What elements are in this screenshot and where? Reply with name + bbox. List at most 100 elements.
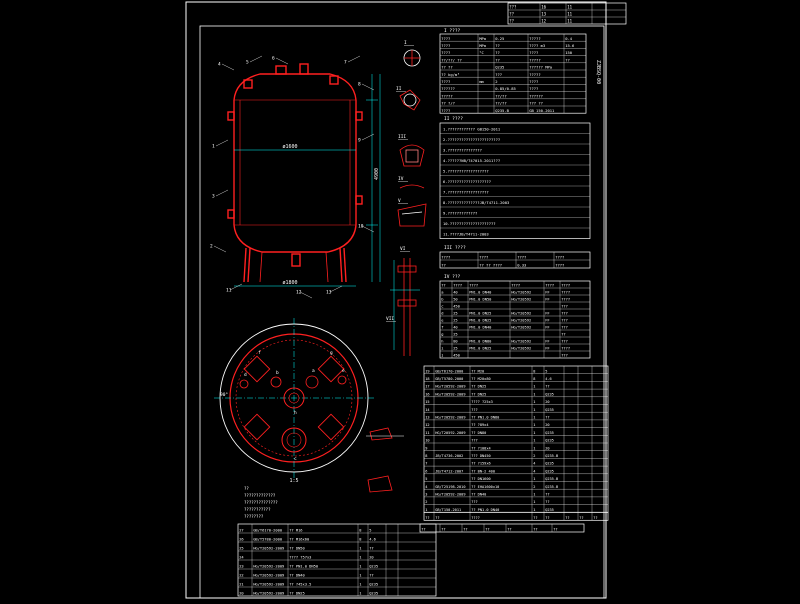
table-cell: 8: [533, 377, 535, 381]
table-cell: ??????: [529, 93, 543, 98]
table-cell: 8: [533, 369, 535, 373]
table-cell: FF: [545, 326, 549, 330]
part-number-label: 6: [272, 56, 275, 62]
table-cell: ??: [441, 263, 446, 268]
table-cell: 1: [533, 385, 535, 389]
bottom-outlet: [291, 253, 301, 267]
table-cell: ????: [561, 291, 570, 295]
table-cell: 25: [239, 547, 243, 551]
table-cell: 450: [453, 354, 460, 358]
table-cell: 1: [533, 439, 535, 443]
table-cell: 1: [359, 547, 361, 551]
tech-line: 7.??????????????????: [443, 190, 489, 195]
table-cell: i: [441, 347, 443, 351]
plan-lug-1: [243, 355, 271, 383]
bom-bottom-footer-border: [419, 523, 585, 533]
top-strip-border: [507, 2, 627, 25]
part-number-label: 13: [326, 290, 332, 296]
table-cell: ???: [509, 5, 517, 10]
table-cell: ??: [509, 12, 514, 17]
table-cell: ???: [471, 439, 478, 443]
note-line: ????????: [244, 514, 264, 519]
table-cell: 450: [453, 305, 460, 309]
table-cell: PN1.0 DN25: [469, 347, 491, 351]
table-cell: b: [441, 298, 443, 302]
table-cell: 1: [359, 592, 361, 596]
table-cell: ??: [545, 516, 549, 520]
table-cell: ??: [435, 516, 439, 520]
plan-nozzle-label: a: [312, 369, 315, 374]
table-cell: HG/T20592-2009: [253, 583, 284, 587]
table-cell: ????: [441, 79, 450, 84]
table-cell: ?? M16x60: [289, 538, 309, 542]
table-cell: 27: [239, 529, 243, 533]
table-cell: 7: [425, 462, 427, 466]
plan-center-nozzle: [283, 387, 305, 409]
side-nozzle-right-1: [355, 111, 363, 121]
table-cell: 8: [359, 529, 361, 533]
plan-view: [214, 318, 404, 493]
table-cell: ?????: [441, 93, 452, 98]
table-cell: ?? DN80: [471, 431, 486, 435]
table-cell: ?? kg/m³: [441, 72, 459, 77]
table-cell: ????: [517, 255, 526, 260]
table-cell: ??: [507, 528, 511, 532]
table-cell: PN1.0 DN25: [469, 312, 491, 316]
table-cell: MPa: [479, 43, 486, 48]
table-cell: Q235: [369, 583, 378, 587]
tech-requirements-table: II ????1.???????????? GB150-20112.??????…: [439, 116, 591, 239]
part-number-label: 3: [212, 194, 215, 200]
table-cell: ?? PN1.0 DN50: [289, 565, 318, 569]
table-cell: ?????: [529, 57, 540, 62]
plan-nozzle-label: c: [294, 457, 297, 462]
table-cell: ?? DN1600: [471, 477, 490, 481]
table-cell: 0.25: [495, 36, 504, 41]
table-cell: ????: [529, 79, 538, 84]
table-cell: GB/T150-2011: [435, 508, 461, 512]
table-cell: ?? DN25: [289, 592, 305, 596]
detail-id-label: I: [404, 40, 407, 46]
table-cell: 11: [425, 431, 429, 435]
table-cell: ??: [441, 528, 445, 532]
table-cell: Q235: [369, 592, 378, 596]
table-cell: JB/T4736-2002: [435, 454, 463, 458]
detail-id-label: V: [398, 198, 401, 204]
table-cell: 2: [495, 79, 497, 84]
table-cell: HG/T20592-2009: [253, 547, 284, 551]
table-cell: ?? DN40: [471, 493, 486, 497]
plan-nozzle-label: e: [342, 369, 345, 374]
table-cell: ???: [561, 340, 568, 344]
table-cell: 20: [369, 556, 373, 560]
table-cell: 20: [545, 423, 549, 427]
part-number-label: 7: [344, 60, 347, 66]
tech-line: 8.??????????????JB/T4711-2003: [443, 200, 509, 205]
table-cell: 4: [533, 462, 535, 466]
table-cell: ????: [441, 43, 450, 48]
table-cell: 150: [565, 50, 573, 55]
table-cell: 1: [359, 556, 361, 560]
table-cell: ????: [529, 86, 538, 91]
tech-line: 2.???????????????????????: [443, 137, 500, 142]
table-cell: ????: [561, 347, 570, 351]
table-cell: 1: [533, 408, 535, 412]
table-cell: 1: [533, 493, 535, 497]
table-cell: Q235: [545, 392, 554, 396]
plan-lug-4: [317, 413, 345, 441]
top-nozzle-b: [299, 63, 309, 75]
table-cell: ????: [471, 516, 480, 520]
table-cell: HG/T20592: [511, 340, 531, 344]
part-number-label: 11: [226, 288, 232, 294]
table-cell: 2: [533, 485, 535, 489]
plan-lug-3: [243, 413, 271, 441]
table-cell: 25: [453, 319, 457, 323]
table-cell: 9: [425, 446, 427, 450]
table-cell: ?? ?? ????: [479, 263, 502, 268]
table-cell: ???? m3: [529, 43, 545, 48]
table-cell: GB/T6170-2000: [435, 369, 463, 373]
table-cell: 15.6: [565, 43, 575, 48]
table-cell: 1: [533, 431, 535, 435]
table-cell: ???: [495, 72, 502, 77]
